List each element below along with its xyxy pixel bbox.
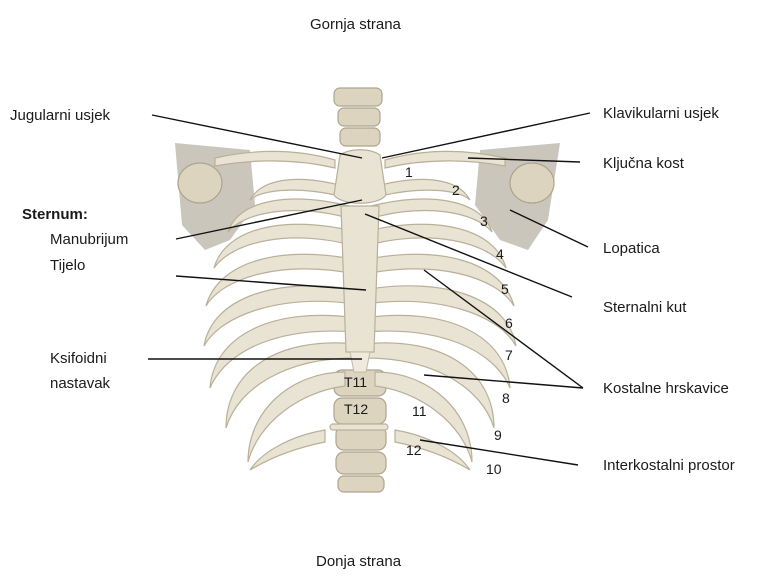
vertebra-label-t12: T12	[344, 401, 368, 417]
leader-body	[176, 276, 366, 290]
label-clavicular-notch: Klavikularni usjek	[603, 105, 719, 122]
rib-number-2: 2	[452, 182, 460, 198]
rib-number-1: 1	[405, 164, 413, 180]
label-sternal-angle: Sternalni kut	[603, 299, 687, 316]
label-xiphoid-line1: Ksifoidni	[50, 350, 107, 367]
label-costal-cartilages: Kostalne hrskavice	[603, 380, 729, 397]
label-xiphoid-line2: nastavak	[50, 375, 111, 392]
rib-number-4: 4	[496, 246, 504, 262]
label-jugular-notch: Jugularni usjek	[10, 107, 111, 124]
rib-number-9: 9	[494, 427, 502, 443]
rib-number-5: 5	[501, 281, 509, 297]
label-sternum-heading: Sternum:	[22, 206, 88, 223]
bottom-side-label: Donja strana	[316, 553, 402, 570]
rib-number-12: 12	[406, 442, 422, 458]
rib-number-3: 3	[480, 213, 488, 229]
rib-number-11: 11	[412, 403, 427, 419]
top-side-label: Gornja strana	[310, 16, 402, 33]
label-clavicle: Ključna kost	[603, 155, 685, 172]
label-body: Tijelo	[50, 257, 85, 274]
vertebra-label-t11: T11	[344, 374, 367, 390]
rib-number-6: 6	[505, 315, 513, 331]
label-manubrium: Manubrijum	[50, 231, 128, 248]
label-scapula: Lopatica	[603, 240, 660, 257]
label-intercostal-space: Interkostalni prostor	[603, 457, 735, 474]
rib-number-10: 10	[486, 461, 502, 477]
rib-number-8: 8	[502, 390, 510, 406]
rib-number-7: 7	[505, 347, 513, 363]
